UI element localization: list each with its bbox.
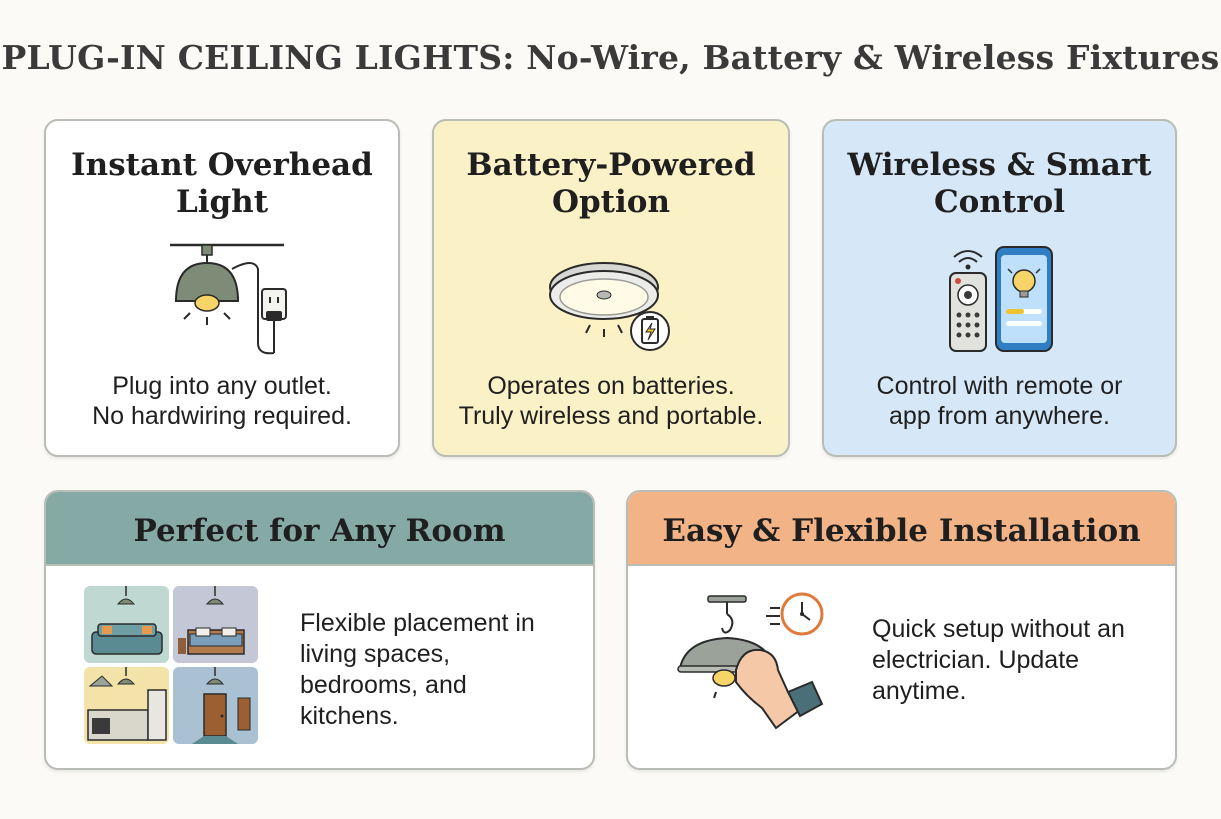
card-description: Flexible placement in living spaces, bed… — [300, 609, 535, 730]
page-title: PLUG-IN CEILING LIGHTS: No-Wire, Battery… — [1, 38, 1220, 77]
card-wireless-smart-control: Wireless & Smart Control Control with re… — [822, 119, 1177, 457]
card-description: Operates on batteries. Truly wireless an… — [458, 372, 764, 430]
card-description: Control with remote or app from anywhere… — [876, 372, 1123, 430]
card-title: Instant Overhead Light — [71, 147, 373, 220]
card-description: Plug into any outlet. No hardwiring requ… — [92, 372, 352, 430]
kitchen-icon — [84, 667, 169, 744]
rooms-collage-icon — [84, 586, 258, 744]
card-perfect-for-any-room: Perfect for Any Room — [44, 490, 595, 770]
card-battery-powered-option: Battery-Powered Option Operates on batte… — [432, 119, 790, 457]
card-title: Easy & Flexible Installation — [628, 492, 1175, 566]
living-room-icon — [84, 586, 169, 663]
hallway-icon — [173, 667, 258, 744]
card-easy-flexible-installation: Easy & Flexible Installation Quick setup… — [626, 490, 1177, 770]
plug-in-pendant-lamp-icon — [170, 243, 287, 355]
battery-ceiling-light-icon — [542, 253, 670, 351]
card-title: Wireless & Smart Control — [847, 147, 1152, 220]
bedroom-icon — [173, 586, 258, 663]
card-title: Perfect for Any Room — [46, 492, 593, 566]
hand-hanging-light-clock-icon — [677, 592, 824, 730]
card-instant-overhead-light: Instant Overhead Light Plug into any out… — [44, 119, 400, 457]
remote-and-phone-app-icon — [949, 246, 1053, 352]
card-description: Quick setup without an electrician. Upda… — [872, 615, 1125, 705]
card-title: Battery-Powered Option — [466, 147, 756, 220]
